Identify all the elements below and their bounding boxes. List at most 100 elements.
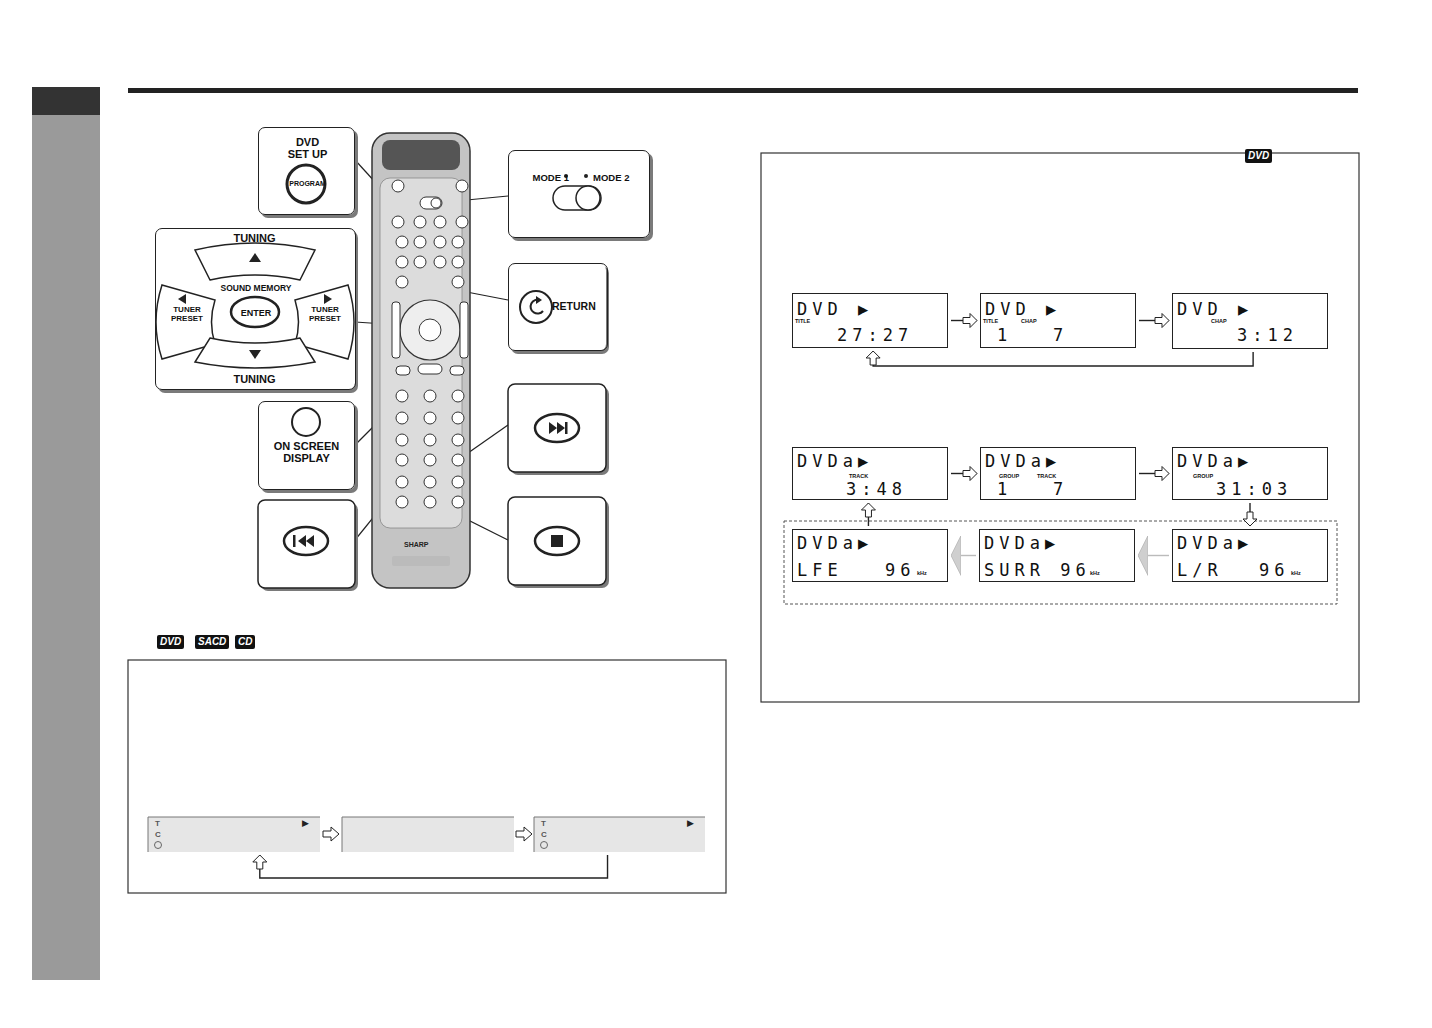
page-frame — [128, 660, 726, 893]
callout-box — [508, 263, 609, 354]
play-mark: ▶ — [687, 819, 694, 828]
callout-button — [156, 165, 601, 555]
display-mode: DVDa▶ — [797, 535, 873, 552]
remote-control — [424, 434, 436, 446]
button-caption: PROGRAM — [277, 180, 338, 187]
page-frame — [32, 87, 1359, 980]
play-mark: ▶ — [302, 819, 309, 828]
strip-icon: C — [155, 831, 161, 839]
callout-button — [520, 291, 552, 323]
remote-control — [392, 180, 468, 508]
display-mode: DVDa▶ — [1177, 535, 1253, 552]
display-channel: L/R 96 — [1177, 562, 1289, 579]
callout-box — [258, 127, 358, 218]
display-mode: DVDa▶ — [797, 453, 873, 470]
cycle-triangle — [951, 555, 976, 556]
switch-position: MODE 2 — [593, 172, 643, 183]
display-mode: DVD ▶ — [1177, 301, 1253, 318]
screen-strip — [323, 827, 339, 841]
button-name: TUNING — [156, 232, 353, 244]
button-callout: TUNINGSOUND MEMORYTUNER PRESETENTERTUNER… — [155, 228, 356, 390]
remote-control — [418, 364, 442, 374]
button-name: TUNER PRESET — [305, 305, 345, 323]
button-name: RETURN — [552, 300, 605, 312]
remote-control — [424, 496, 436, 508]
callout-button — [549, 422, 565, 434]
callout-button — [292, 408, 320, 436]
remote-control — [392, 556, 450, 566]
callout-box — [508, 263, 606, 351]
screen-strip — [534, 817, 705, 852]
display-indicator: TITLE — [983, 319, 998, 325]
screen-strip — [541, 842, 548, 849]
remote-control — [372, 133, 470, 588]
disc-badge: SACD — [195, 635, 229, 649]
remote-control — [452, 496, 464, 508]
sequence-arrow — [951, 473, 977, 474]
lcd-display: DVDa▶LFE 96kHz — [792, 529, 948, 582]
display-indicator: CHAP — [1021, 319, 1037, 325]
callout-button — [249, 253, 261, 262]
remote-control — [396, 256, 408, 268]
callout-button — [298, 535, 314, 547]
lcd-display: DVD ▶CHAP3:12 — [1172, 293, 1328, 349]
button-callout: DVD SET UPPROGRAM — [258, 127, 355, 215]
lcd-display: DVDa▶GROUP31:03 — [1172, 447, 1328, 500]
remote-control — [452, 476, 464, 488]
remote-control — [414, 236, 426, 248]
callout-box — [258, 401, 355, 490]
screen-strip: TC ▶ — [534, 817, 705, 852]
lcd-display: DVDa▶GROUPTRACK17 — [980, 447, 1136, 500]
strip-icon: C — [541, 831, 547, 839]
remote-control — [434, 216, 446, 228]
remote-control — [396, 434, 408, 446]
screen-strip — [516, 827, 532, 841]
remote-control — [460, 302, 468, 358]
remote-control — [450, 366, 464, 375]
remote-control — [434, 256, 446, 268]
remote-control — [396, 390, 408, 402]
strip-icon: T — [541, 820, 546, 828]
screen-strip — [148, 817, 320, 852]
callout-button — [553, 186, 601, 210]
remote-control — [452, 390, 464, 402]
button-callout: RETURN — [508, 263, 608, 351]
lcd-display: DVD ▶TITLE27:27 — [792, 293, 948, 348]
strip-icon: T — [155, 820, 160, 828]
callout-box — [508, 497, 609, 588]
disc-badge: DVD — [157, 635, 184, 649]
callout-button — [535, 414, 579, 442]
screen-strip — [148, 817, 705, 852]
remote-control — [414, 216, 426, 228]
callout-button — [324, 294, 332, 304]
remote-control — [420, 197, 442, 209]
display-mode: DVDa▶ — [1177, 453, 1253, 470]
screen-strip — [342, 817, 514, 852]
remote-control — [424, 454, 436, 466]
display-unit: kHz — [917, 571, 927, 577]
remote-control — [392, 180, 404, 192]
lcd-display: DVDa▶TRACK3:48 — [792, 447, 948, 500]
callout-box — [258, 500, 358, 591]
display-time: 3:48 — [846, 481, 907, 498]
sequence-arrow — [1139, 320, 1169, 321]
display-mode: DVD ▶ — [797, 301, 873, 318]
display-indicator: TITLE — [795, 319, 810, 325]
callout-button — [249, 350, 261, 359]
remote-control — [452, 434, 464, 446]
remote-control — [434, 236, 446, 248]
remote-control — [452, 276, 464, 288]
remote-control — [452, 412, 464, 424]
remote-control — [396, 476, 408, 488]
remote-control — [456, 180, 468, 192]
remote-control — [452, 236, 464, 248]
display-unit: kHz — [1090, 571, 1100, 577]
button-name: TUNER PRESET — [167, 305, 207, 323]
sequence-arrow — [260, 855, 608, 878]
callout-box — [155, 228, 358, 393]
screen-strip — [148, 817, 705, 852]
remote-control — [419, 319, 441, 341]
remote-control — [392, 302, 400, 358]
display-mode: DVD ▶ — [985, 301, 1061, 318]
callout-button — [551, 535, 563, 547]
